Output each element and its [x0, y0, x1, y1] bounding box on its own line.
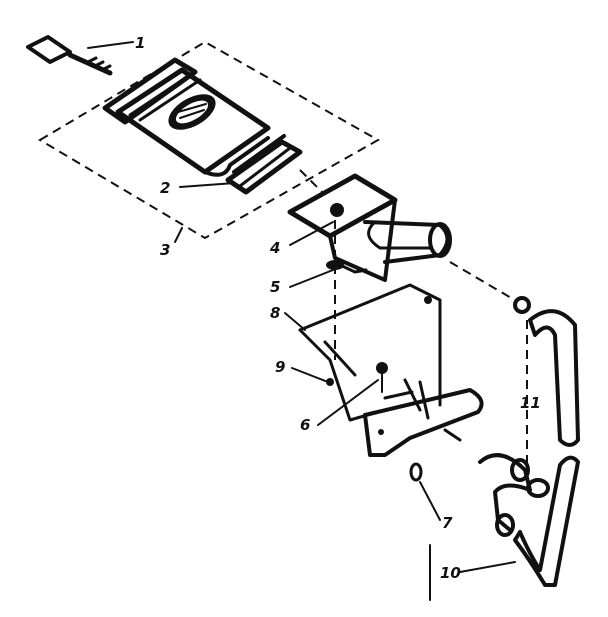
part-4-screw: [330, 203, 344, 217]
part-11-hose: [513, 296, 580, 447]
part-9-screw: [326, 378, 334, 386]
callout-1: 1: [135, 34, 145, 52]
callout-5: 5: [270, 278, 280, 296]
leader-lines: [87, 41, 516, 601]
callout-4: 4: [269, 239, 280, 257]
part-10-hose: [478, 453, 580, 587]
filter-housing: [102, 57, 271, 177]
callout-9: 9: [275, 358, 285, 376]
mounting-plate: [363, 378, 484, 457]
callout-7: 7: [442, 514, 453, 532]
part-6-screw: [376, 362, 388, 393]
part-2-end-cap: [225, 134, 303, 195]
callout-10: 10: [440, 564, 461, 582]
callout-8: 8: [270, 304, 280, 322]
callout-3: 3: [160, 241, 170, 259]
part-7-fitting: [409, 462, 423, 482]
valve-body: [287, 173, 452, 282]
part-5-washer: [326, 260, 368, 274]
callout-2: 2: [160, 179, 170, 197]
part-8-bracket: [298, 283, 442, 422]
callout-11: 11: [520, 394, 541, 412]
part-1-clip: [26, 35, 113, 76]
callout-6: 6: [300, 416, 310, 434]
dashed-assembly-outline: [38, 40, 381, 240]
